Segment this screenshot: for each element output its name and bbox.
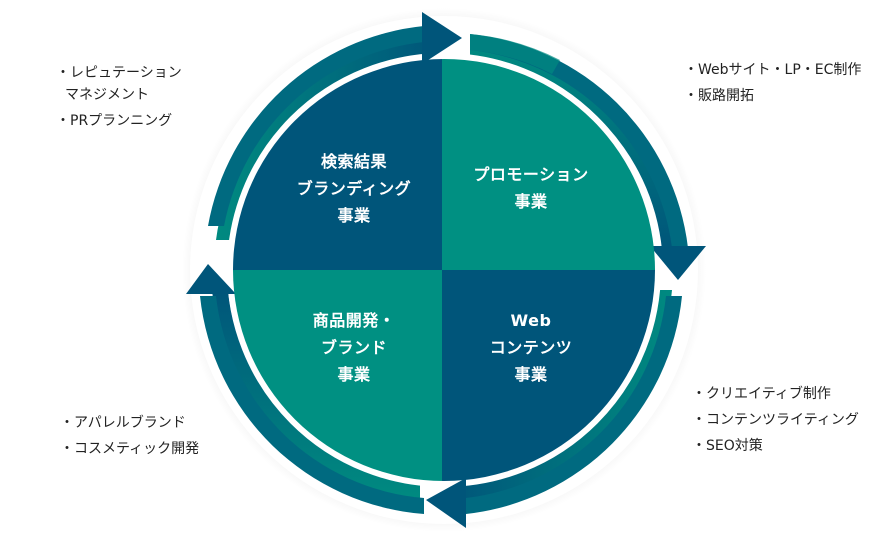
note-bottom-left: ・アパレルブランド ・コスメティック開発 (60, 410, 199, 462)
arrow-head-left-icon (426, 478, 466, 528)
arrow-top (208, 12, 462, 226)
label-line: コンテンツ (489, 338, 573, 357)
label-line: 事業 (337, 365, 371, 384)
note-top-left: ・レピュテーション マネジメント ・PRプランニング (56, 60, 182, 134)
inner-white-gap (227, 53, 661, 487)
ring-arc-top (216, 40, 438, 240)
quadrant-label-promotion: プロモーション 事業 (441, 161, 621, 215)
arrow-bottom (426, 296, 682, 528)
label-line: 事業 (514, 192, 548, 211)
arrow-left (186, 264, 424, 514)
label-line: 事業 (337, 206, 371, 225)
ring-arc-bottom (450, 290, 672, 500)
note-bottom-right: ・クリエイティブ制作 ・コンテンツライティング ・SEO対策 (692, 381, 859, 459)
arrow-head-up-icon (186, 264, 236, 294)
note-item: ・レピュテーション (56, 65, 182, 81)
quadrant-disc (233, 59, 655, 481)
note-item: ・SEO対策 (692, 438, 763, 454)
arrow-head-right-icon (422, 12, 462, 64)
note-item: ・販路開拓 (684, 88, 754, 104)
note-item: ・クリエイティブ制作 (692, 386, 831, 402)
note-item: ・コスメティック開発 (60, 441, 200, 457)
arrow-head-down-icon (650, 246, 706, 280)
arrow-right (470, 34, 706, 280)
ring-arc-left (212, 290, 420, 498)
label-line: ブランド (320, 338, 387, 357)
label-line: 商品開発・ (312, 311, 396, 330)
note-item-continuation: マネジメント (65, 87, 149, 103)
note-item: ・PRプランニング (56, 113, 173, 129)
label-line: Web (510, 311, 552, 330)
label-line: プロモーション (473, 165, 589, 184)
note-item: ・アパレルブランド (60, 415, 186, 431)
note-item: ・Webサイト・LP・EC制作 (684, 62, 862, 78)
label-line: ブランディング (296, 179, 412, 198)
quadrant-label-product-brand: 商品開発・ ブランド 事業 (264, 307, 444, 388)
note-item: ・コンテンツライティング (692, 412, 859, 428)
label-line: 検索結果 (320, 152, 387, 171)
cycle-arrows (186, 12, 706, 528)
note-top-right: ・Webサイト・LP・EC制作 ・販路開拓 (684, 57, 861, 109)
label-line: 事業 (514, 365, 548, 384)
quadrant-label-search-branding: 検索結果 ブランディング 事業 (264, 148, 444, 229)
quadrant-label-web-contents: Web コンテンツ 事業 (441, 307, 621, 388)
